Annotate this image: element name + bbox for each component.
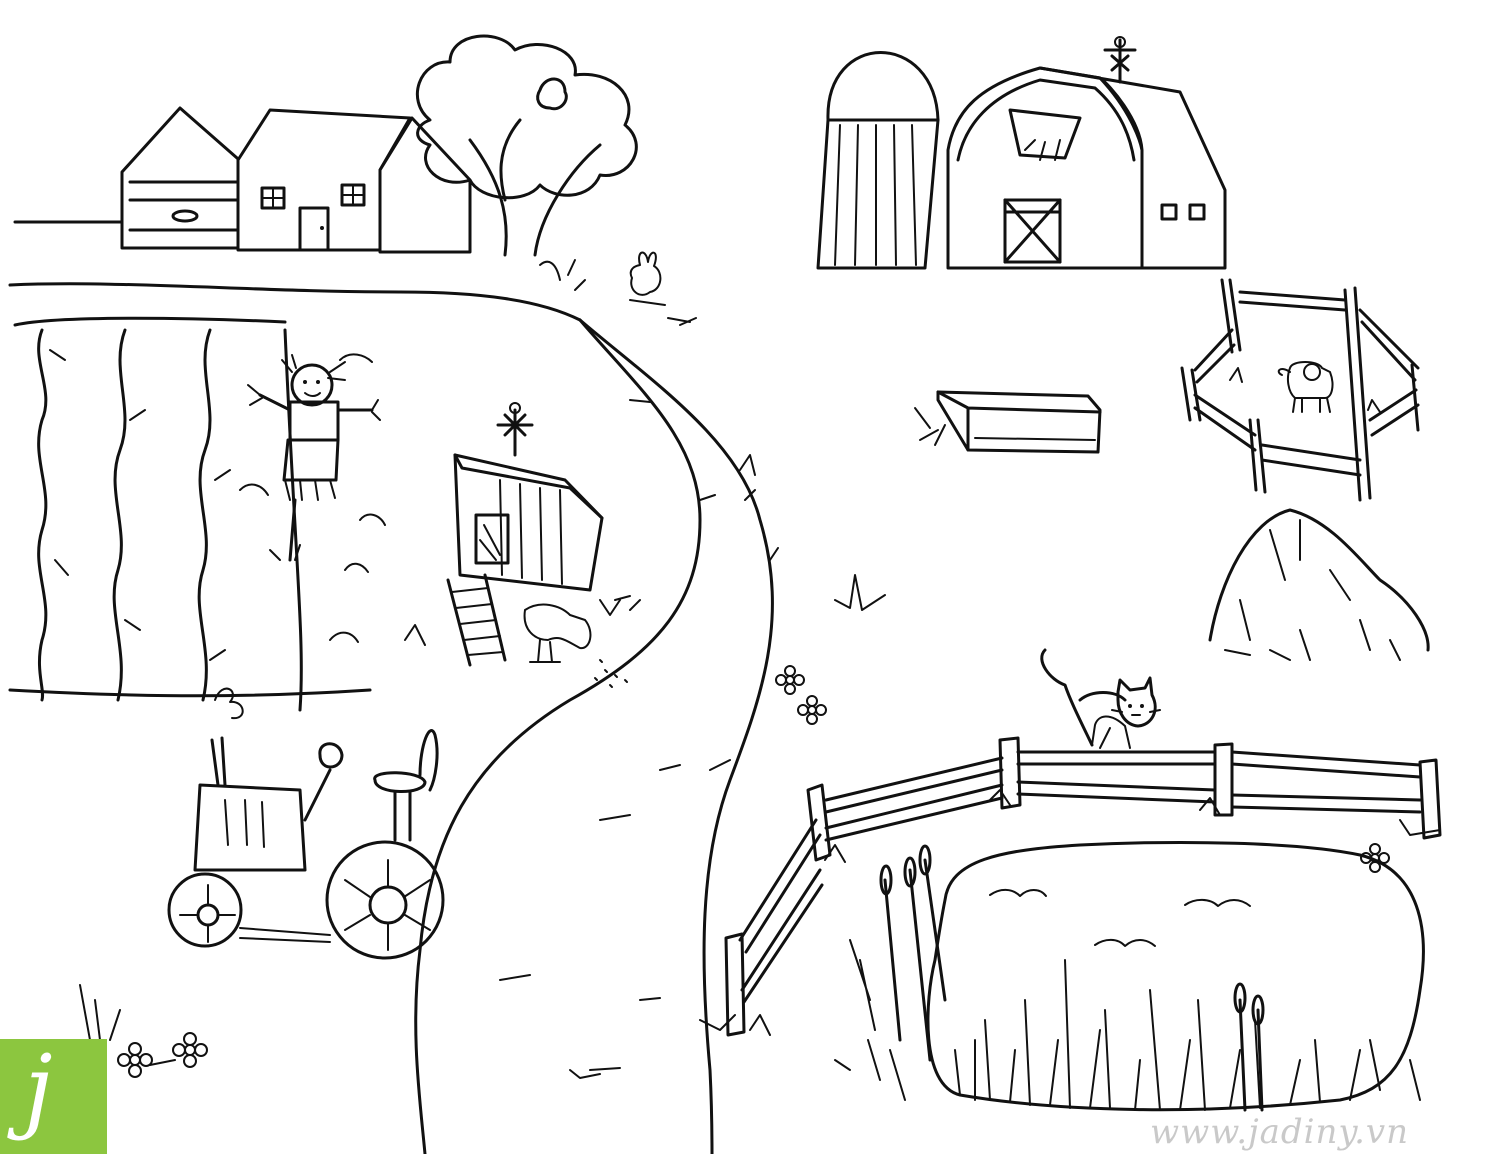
horizon-lines (8, 220, 582, 322)
silo (816, 51, 940, 270)
flower (117, 1042, 153, 1078)
flower (172, 1032, 208, 1068)
logo-letter: j (24, 1035, 53, 1142)
cat (1040, 648, 1161, 749)
dirt-road (414, 318, 779, 1154)
flower (775, 665, 805, 695)
pig-pen (1180, 278, 1420, 502)
logo-badge: j (0, 1039, 107, 1154)
farmhouse (120, 106, 472, 254)
tractor (167, 729, 445, 960)
cattails (849, 844, 1421, 1112)
crop-field (8, 316, 386, 720)
grass-tufts (569, 574, 1441, 1079)
scarecrow (247, 354, 381, 562)
feeding-trough (914, 390, 1102, 454)
watermark-text: www.jadiny.vn (1150, 1112, 1410, 1152)
chicken-coop (404, 402, 641, 667)
rabbit (629, 251, 697, 326)
tree (415, 34, 638, 291)
flowers (79, 665, 1390, 1078)
pond (926, 840, 1425, 1112)
flower (797, 695, 827, 725)
haystack (1208, 508, 1430, 661)
wooden-fence (724, 736, 1442, 1037)
barn (946, 36, 1227, 270)
flower (1360, 843, 1390, 873)
pig (1277, 361, 1334, 413)
chicken (523, 603, 628, 688)
